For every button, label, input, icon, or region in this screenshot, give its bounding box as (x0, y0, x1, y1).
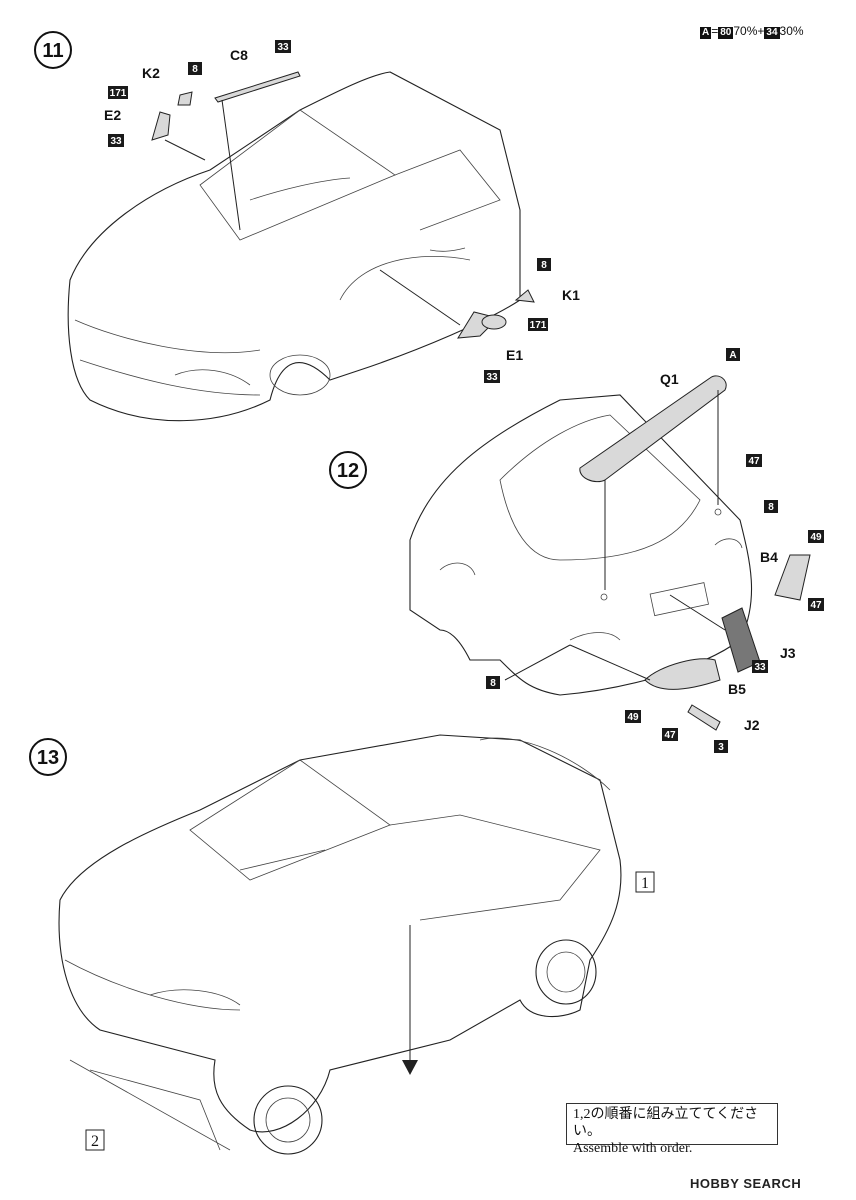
left-light-paint-code: 8 (490, 678, 496, 689)
order-2-box (85, 1129, 105, 1151)
q1-paint-code: 47 (748, 456, 760, 467)
k2-label: K2 (142, 65, 160, 81)
b5-paint-code-bottom: 47 (664, 730, 676, 741)
b5-label: B5 (728, 681, 746, 697)
step-13-number: 13 (37, 747, 59, 769)
q1-paint-chip (746, 454, 762, 467)
b4-label: B4 (760, 549, 778, 565)
e2-paint-code-top: 171 (110, 88, 127, 99)
step-11-badge (34, 31, 72, 69)
step-12: 12 Q1 A 47 8 B4 49 47 J3 (329, 348, 824, 753)
j3-paint-chip (752, 660, 768, 673)
k1-paint-code: 8 (541, 260, 547, 271)
q1-spoiler-part (579, 375, 727, 483)
k2-mirror-part (177, 91, 193, 106)
e1-label: E1 (506, 347, 523, 363)
k1-label: K1 (562, 287, 580, 303)
step-11: 11 C8 33 K2 8 171 E2 33 (34, 31, 580, 422)
b4-paint-code-top: 49 (810, 532, 822, 543)
e2-paint-code-bottom: 33 (110, 136, 122, 147)
order-1-box (635, 871, 655, 893)
q1-paint-a-chip (726, 348, 740, 361)
k1-mirror-part (514, 289, 535, 303)
c8-paint-chip (275, 40, 291, 53)
order-2-number: 2 (91, 1133, 99, 1150)
k2-paint-chip (188, 62, 202, 75)
legend-pct-2: 30% (779, 24, 804, 38)
c8-arrow (221, 99, 241, 231)
b4-tail-light-part (774, 554, 811, 601)
step-13-badge (29, 738, 67, 776)
legend-pct-1: 70% (733, 24, 758, 38)
j3-paint-code: 33 (754, 662, 766, 673)
j2-tow-hook-part (687, 704, 721, 731)
b5-paint-code-left: 49 (627, 712, 639, 723)
legend-equals: = (711, 24, 719, 38)
rear-light-paint-code: 8 (768, 502, 774, 513)
e1-paint-chip-bottom (484, 370, 500, 383)
b5-paint-chip-left (625, 710, 641, 723)
e1-paint-code-right: 171 (530, 320, 547, 331)
car-full-assembly (58, 734, 622, 1155)
e1-paint-code-bottom: 33 (486, 372, 498, 383)
j2-paint-chip (714, 740, 728, 753)
assembly-arrowhead-1 (402, 1060, 418, 1075)
e2-paint-chip-top (108, 86, 128, 99)
left-light-arrow (504, 644, 571, 681)
c8-label: C8 (230, 47, 248, 63)
car-body-rear (409, 394, 753, 696)
e2-paint-chip-bottom (108, 134, 124, 147)
b4-paint-chip-bottom (808, 598, 824, 611)
j2-label: J2 (744, 717, 760, 733)
step-12-number: 12 (337, 460, 359, 482)
rear-light-paint-chip (764, 500, 778, 513)
b4-paint-chip-top (808, 530, 824, 543)
e1-paint-chip-right (528, 318, 548, 331)
legend-plus: + (757, 24, 765, 38)
b5-tail-light-part (644, 658, 721, 690)
step-12-badge (329, 451, 367, 489)
left-light-paint-chip (486, 676, 500, 689)
note-japanese: 1,2の順番に組み立ててください。 (573, 1107, 759, 1139)
paint-a-chip: A (700, 27, 712, 39)
car-body-front (67, 71, 521, 422)
e1-mirror-glass (481, 314, 507, 330)
assembly-order-note: 1,2の順番に組み立ててください。 Assemble with order. (566, 1103, 778, 1156)
paint-80-chip: 80 (718, 27, 734, 39)
k2-paint-code: 8 (192, 64, 198, 75)
j3-arrow (669, 594, 726, 631)
k1-paint-chip (537, 258, 551, 271)
b5-arrow (569, 644, 651, 681)
note-english: Assemble with order. (573, 1141, 693, 1156)
j2-paint-code: 3 (718, 742, 724, 753)
b4-paint-code-bottom: 47 (810, 600, 822, 611)
c8-wiper-part (214, 71, 301, 103)
b5-paint-chip-bottom (662, 728, 678, 741)
q1-label: Q1 (660, 371, 679, 387)
hobby-search-watermark: HOBBY SEARCH (690, 1176, 802, 1191)
e2-mirror-part (151, 111, 171, 141)
paint-34-chip: 34 (764, 27, 780, 39)
step-13: 13 1 2 (29, 734, 655, 1155)
c8-paint-code: 33 (277, 42, 289, 53)
step-11-number: 11 (42, 40, 63, 62)
j3-label: J3 (780, 645, 796, 661)
e2-label: E2 (104, 107, 121, 123)
q1-paint-a-code: A (729, 350, 736, 361)
order-1-number: 1 (641, 875, 649, 892)
e1-arrow (379, 269, 461, 326)
e2-arrow (164, 139, 206, 161)
